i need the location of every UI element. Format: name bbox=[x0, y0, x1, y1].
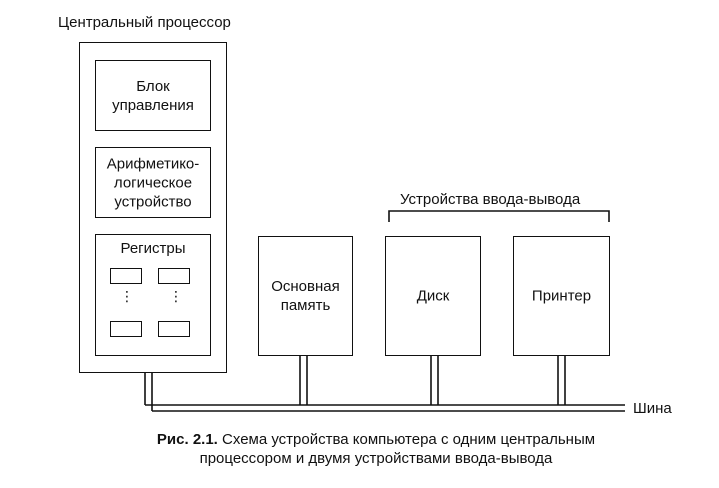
io-group-label: Устройства ввода-вывода bbox=[400, 191, 581, 208]
main-memory-label: Основная память bbox=[271, 278, 340, 314]
control-unit-box: Блок управления bbox=[95, 60, 211, 131]
register-cell bbox=[110, 268, 142, 284]
main-memory-box: Основная память bbox=[258, 236, 353, 356]
control-unit-label: Блок управления bbox=[112, 77, 194, 114]
register-ellipsis: ⋮ bbox=[120, 288, 134, 304]
caption-line-1: Рис. 2.1. Схема устройства компьютера с … bbox=[116, 430, 636, 449]
alu-box: Арифметико- логическое устройство bbox=[95, 147, 211, 218]
cpu-title: Центральный процессор bbox=[58, 14, 231, 31]
figure-caption: Рис. 2.1. Схема устройства компьютера с … bbox=[116, 430, 636, 468]
register-cell bbox=[158, 321, 190, 337]
register-cell bbox=[158, 268, 190, 284]
caption-text-2: процессором и двумя устройствами ввода-в… bbox=[199, 450, 553, 467]
disk-label: Диск bbox=[416, 287, 450, 305]
bus-label: Шина bbox=[633, 400, 672, 417]
registers-label: Регистры bbox=[120, 240, 186, 257]
alu-label: Арифметико- логическое устройство bbox=[106, 155, 200, 210]
io-group-bracket bbox=[388, 210, 610, 222]
caption-figure-number: Рис. 2.1. bbox=[156, 431, 218, 448]
register-ellipsis: ⋮ bbox=[169, 288, 183, 304]
disk-box: Диск bbox=[385, 236, 481, 356]
caption-text-1: Схема устройства компьютера с одним цент… bbox=[217, 431, 596, 448]
register-cell bbox=[110, 321, 142, 337]
registers-box: Регистры bbox=[95, 234, 211, 356]
printer-label: Принтер bbox=[531, 287, 592, 305]
printer-box: Принтер bbox=[513, 236, 610, 356]
